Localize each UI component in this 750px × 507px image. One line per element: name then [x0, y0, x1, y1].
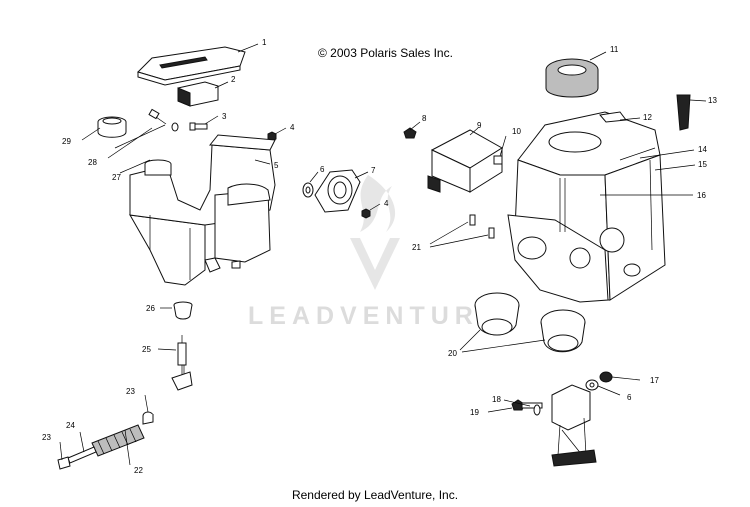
- airbox-housing[interactable]: [507, 111, 666, 303]
- part-20-boot-left[interactable]: [474, 292, 520, 336]
- callout-23-lower: 23: [42, 433, 51, 442]
- callout-7: 7: [371, 166, 376, 175]
- footer-credit: Rendered by LeadVenture, Inc.: [291, 488, 459, 502]
- callout-9: 9: [477, 121, 482, 130]
- part-11-ring[interactable]: [545, 58, 599, 98]
- part-9-module[interactable]: [427, 129, 503, 193]
- callout-6-upper: 6: [320, 165, 325, 174]
- callout-29: 29: [62, 137, 71, 146]
- part-6-washer-upper[interactable]: [302, 182, 314, 198]
- part-22-hose[interactable]: [91, 424, 145, 457]
- callout-28: 28: [88, 158, 97, 167]
- callout-4-lower: 4: [384, 199, 389, 208]
- callout-13: 13: [708, 96, 717, 105]
- part-3-screw[interactable]: [189, 122, 208, 131]
- watermark-logo-icon: [350, 175, 400, 290]
- callout-1: 1: [262, 38, 267, 47]
- callout-24: 24: [66, 421, 75, 430]
- part-28-bolt[interactable]: [148, 108, 179, 132]
- callout-11: 11: [610, 45, 619, 54]
- callout-14: 14: [698, 145, 707, 154]
- part-24-tube[interactable]: [67, 446, 97, 464]
- part-8-screw[interactable]: [403, 127, 417, 139]
- part-21-screws[interactable]: [469, 214, 495, 239]
- part-7-flange[interactable]: [314, 169, 361, 213]
- part-10-nut[interactable]: [493, 155, 503, 165]
- callout-26: 26: [146, 304, 155, 313]
- callout-16: 16: [697, 191, 706, 200]
- leader-lines: [59, 43, 707, 466]
- callout-8: 8: [422, 114, 427, 123]
- mount-bracket[interactable]: [551, 384, 597, 467]
- callout-27: 27: [112, 173, 121, 182]
- callout-5: 5: [274, 161, 279, 170]
- callout-18: 18: [492, 395, 501, 404]
- callout-6-lower: 6: [627, 393, 632, 402]
- callout-15: 15: [698, 160, 707, 169]
- part-25-sender[interactable]: [171, 335, 193, 391]
- callout-12: 12: [643, 113, 652, 122]
- oil-tank-assembly[interactable]: [129, 134, 276, 286]
- part-13-clip[interactable]: [676, 94, 691, 131]
- part-23-fitting-lower[interactable]: [57, 456, 71, 470]
- callout-21: 21: [412, 243, 421, 252]
- callout-20: 20: [448, 349, 457, 358]
- part-2-block[interactable]: [177, 81, 219, 107]
- part-23-fitting-upper[interactable]: [142, 411, 154, 425]
- callout-labels: 1 2 3 4 5 6 7 4 29 28 27 26 25 23 24 23 …: [42, 38, 717, 475]
- part-20-boot-right[interactable]: [540, 309, 586, 353]
- callout-22: 22: [134, 466, 143, 475]
- copyright-text: © 2003 Polaris Sales Inc.: [318, 46, 453, 60]
- callout-25: 25: [142, 345, 151, 354]
- watermark-text: LEADVENTURE: [248, 302, 502, 330]
- callout-23-upper: 23: [126, 387, 135, 396]
- callout-19: 19: [470, 408, 479, 417]
- part-4-nut-lower[interactable]: [361, 208, 371, 219]
- callout-2: 2: [231, 75, 236, 84]
- part-26-grommet[interactable]: [173, 301, 193, 320]
- part-6-washer-lower[interactable]: [585, 379, 599, 391]
- part-1-lid-cover[interactable]: [137, 46, 246, 86]
- callout-3: 3: [222, 112, 227, 121]
- part-29-cap[interactable]: [97, 116, 127, 138]
- part-18-washer[interactable]: [533, 404, 541, 416]
- callout-4-upper: 4: [290, 123, 295, 132]
- part-17-spacer[interactable]: [599, 371, 613, 383]
- callout-10: 10: [512, 127, 521, 136]
- callout-17: 17: [650, 376, 659, 385]
